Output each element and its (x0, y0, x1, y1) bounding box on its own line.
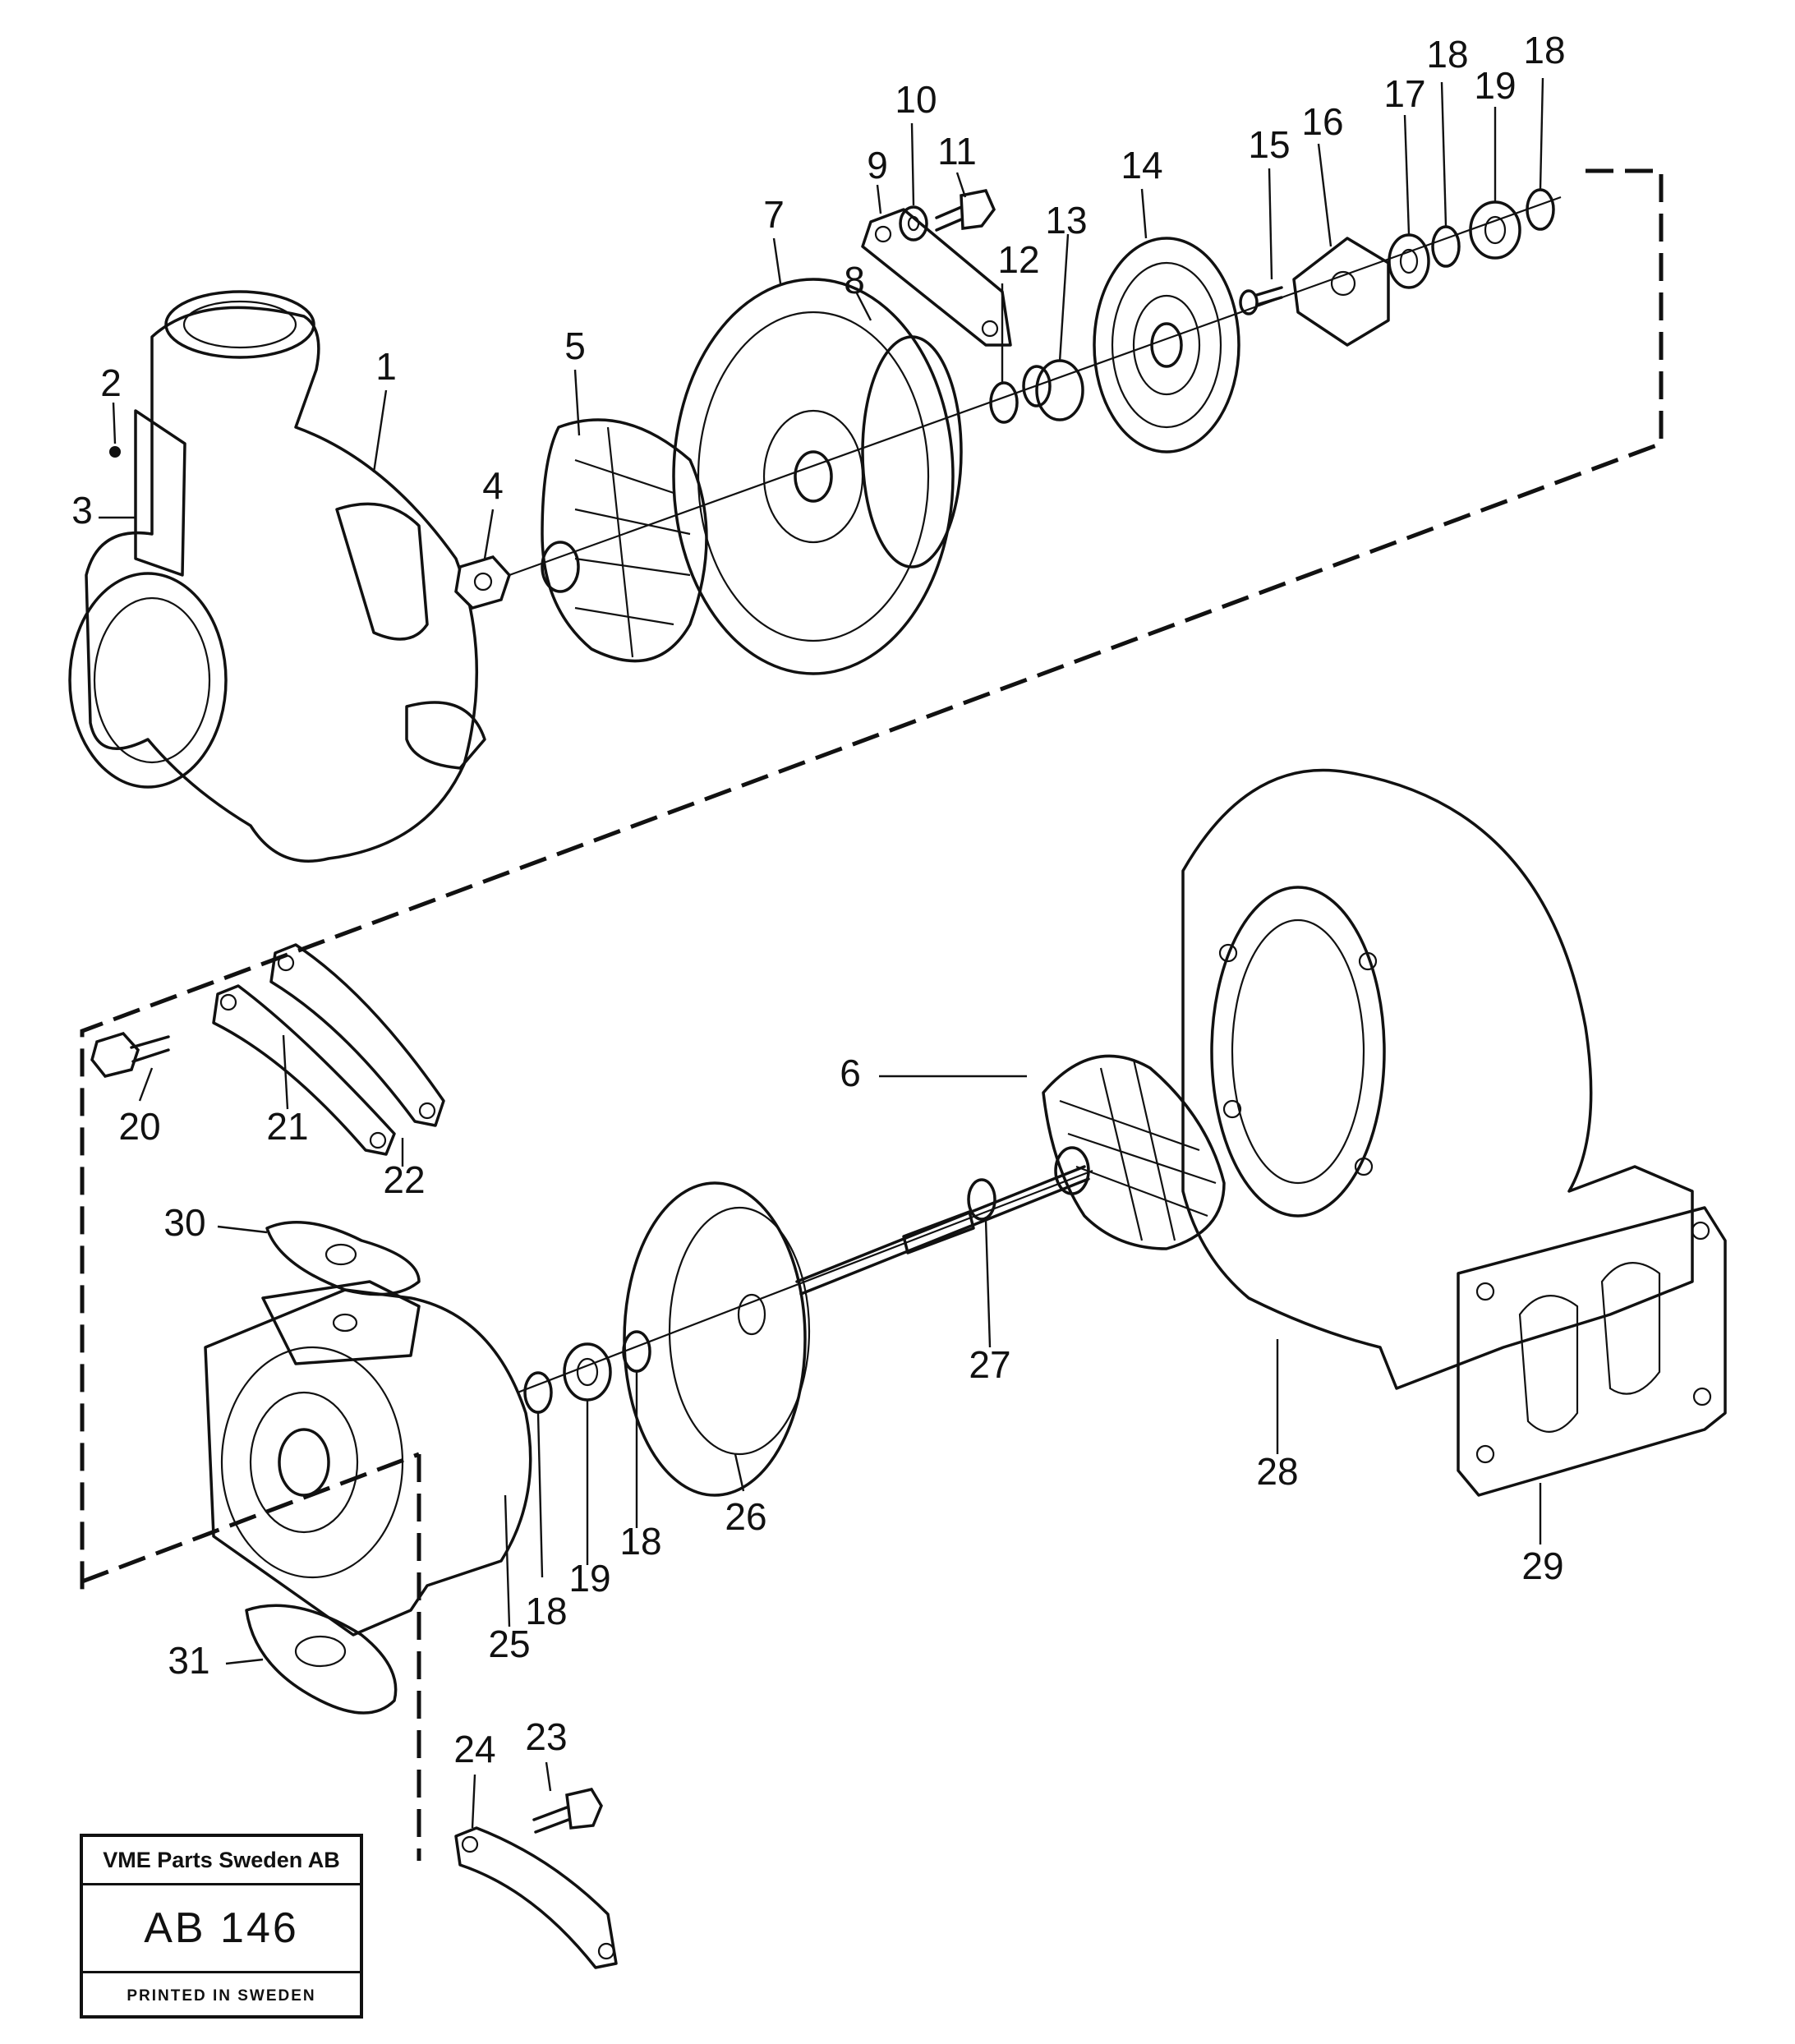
retaining-ring (622, 1330, 651, 1373)
leader-lines (99, 77, 1544, 1829)
nut (454, 555, 511, 610)
washer (899, 205, 928, 242)
callout-3: 3 (71, 489, 93, 532)
drain-gasket (245, 1604, 398, 1715)
callout-28: 28 (1256, 1450, 1298, 1493)
axis-line (517, 1169, 1093, 1394)
callout-1: 1 (375, 345, 397, 388)
callout-25: 25 (488, 1623, 530, 1665)
callout-27: 27 (969, 1343, 1010, 1386)
bolt (90, 1031, 170, 1078)
thrust-ring (1388, 233, 1430, 289)
callout-22: 22 (383, 1158, 425, 1201)
callout-labels: 1 2 3 4 5 6 7 8 9 10 11 12 13 14 15 16 1… (71, 29, 1565, 1770)
oil-gasket (265, 1221, 421, 1296)
assembly-boundary (80, 168, 1664, 1861)
retaining-ring (523, 1371, 553, 1414)
bolt (935, 189, 996, 232)
callout-18c: 18 (525, 1590, 567, 1632)
company-name: VME Parts Sweden AB (83, 1837, 360, 1885)
compressor-wheel (541, 418, 708, 663)
back-plate (672, 278, 955, 675)
o-ring (861, 335, 963, 569)
title-block: VME Parts Sweden AB AB 146 PRINTED IN SW… (80, 1834, 363, 2019)
callout-31: 31 (168, 1639, 209, 1682)
heat-shield (623, 1181, 811, 1497)
compressor-housing (68, 290, 486, 863)
callout-23: 23 (525, 1715, 567, 1758)
callout-21: 21 (266, 1105, 308, 1148)
lock-plate (454, 1826, 618, 1969)
callout-9: 9 (867, 144, 888, 186)
callout-11: 11 (937, 130, 977, 173)
callout-10: 10 (895, 78, 937, 121)
callout-2: 2 (100, 361, 122, 404)
print-note: PRINTED IN SWEDEN (127, 1986, 316, 2005)
retaining-ring (1526, 188, 1555, 231)
outlet-gasket (1457, 1206, 1727, 1497)
callout-16: 16 (1301, 100, 1343, 143)
callout-18d: 18 (619, 1520, 661, 1563)
sealing-ring (989, 381, 1019, 424)
axis-line (509, 196, 1562, 577)
drawing-code: AB 146 (83, 1885, 360, 1973)
callout-19a: 19 (1474, 64, 1516, 107)
bearing-housing (204, 1280, 532, 1637)
callout-7: 7 (763, 193, 785, 236)
callout-30: 30 (163, 1201, 205, 1244)
callout-17: 17 (1383, 72, 1425, 115)
bolt (532, 1788, 603, 1834)
callout-5: 5 (564, 325, 586, 367)
bearing-bush (1469, 200, 1521, 260)
turbine-shaft-wheel (795, 1054, 1226, 1296)
thrust-bearing (1292, 237, 1390, 347)
bracket (861, 208, 1012, 347)
thrust-collar (1022, 359, 1084, 421)
bearing-bush (563, 1342, 612, 1402)
callout-20: 20 (118, 1105, 160, 1148)
callout-14: 14 (1121, 144, 1162, 186)
retaining-ring (1431, 225, 1461, 268)
callout-29: 29 (1521, 1545, 1563, 1587)
lock-plate (269, 943, 445, 1127)
callout-24: 24 (453, 1728, 495, 1770)
callout-18b: 18 (1523, 29, 1565, 71)
seal-plate (1093, 237, 1240, 453)
callout-18a: 18 (1426, 33, 1468, 76)
callout-13: 13 (1045, 199, 1087, 242)
callout-26: 26 (725, 1495, 766, 1538)
callout-8: 8 (844, 259, 865, 302)
callout-12: 12 (997, 238, 1039, 281)
turbine-housing (1181, 768, 1694, 1390)
lock-plate (212, 984, 396, 1156)
callout-6: 6 (840, 1052, 861, 1094)
callout-4: 4 (482, 464, 504, 507)
piston-ring (967, 1178, 996, 1221)
callout-15: 15 (1248, 123, 1290, 166)
callout-19b: 19 (568, 1557, 610, 1600)
